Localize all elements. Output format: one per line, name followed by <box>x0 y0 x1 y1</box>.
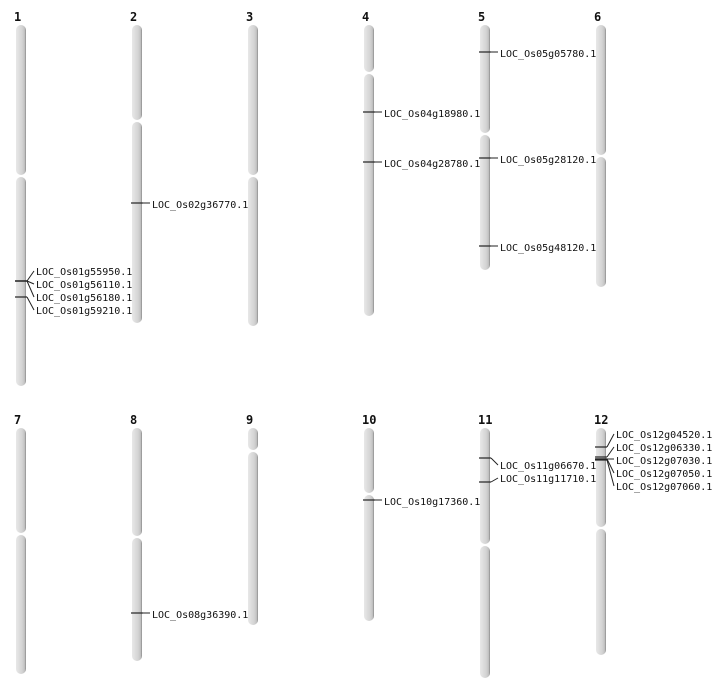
gene-label: LOC_Os08g36390.1 <box>152 610 248 621</box>
chromosome-number: 1 <box>14 10 21 24</box>
gene-label: LOC_Os01g55950.1 <box>36 267 132 278</box>
chromosome-p-arm <box>132 25 142 120</box>
chromosome-p-arm <box>16 25 26 175</box>
chromosome-p-arm <box>596 25 606 155</box>
chromosome-q-arm <box>596 157 606 287</box>
chromosome-9: 9 <box>246 413 258 625</box>
gene-label: LOC_Os12g07050.1 <box>616 469 712 480</box>
chromosome-5: 5LOC_Os05g05780.1LOC_Os05g28120.1LOC_Os0… <box>478 10 596 270</box>
gene-label: LOC_Os05g48120.1 <box>500 243 596 254</box>
chromosome-1: 1LOC_Os01g55950.1LOC_Os01g56110.1LOC_Os0… <box>14 10 132 386</box>
chromosome-p-arm <box>364 428 374 493</box>
chromosome-p-arm <box>480 25 490 133</box>
gene-label: LOC_Os01g59210.1 <box>36 306 132 317</box>
gene-connector <box>606 433 615 448</box>
chromosome-q-arm <box>364 495 374 621</box>
gene-connector <box>26 280 35 298</box>
chromosome-q-arm <box>596 529 606 655</box>
chromosome-q-arm <box>480 135 490 270</box>
gene-label: LOC_Os05g28120.1 <box>500 155 596 166</box>
gene-label: LOC_Os12g07060.1 <box>616 482 712 493</box>
chromosome-12: 12LOC_Os12g04520.1LOC_Os12g06330.1LOC_Os… <box>594 413 712 655</box>
chromosome-p-arm <box>248 25 258 175</box>
chromosome-number: 12 <box>594 413 608 427</box>
chromosome-p-arm <box>480 428 490 544</box>
gene-label: LOC_Os12g07030.1 <box>616 456 712 467</box>
chromosome-p-arm <box>364 25 374 72</box>
gene-label: LOC_Os04g18980.1 <box>384 109 480 120</box>
gene-label: LOC_Os01g56110.1 <box>36 280 132 291</box>
gene-connector <box>606 459 615 487</box>
gene-label: LOC_Os02g36770.1 <box>152 200 248 211</box>
gene-label: LOC_Os10g17360.1 <box>384 497 480 508</box>
chromosome-p-arm <box>132 428 142 536</box>
gene-connector <box>26 280 35 285</box>
gene-label: LOC_Os01g56180.1 <box>36 293 132 304</box>
chromosome-q-arm <box>364 74 374 316</box>
gene-label: LOC_Os12g06330.1 <box>616 443 712 454</box>
chromosome-p-arm <box>16 428 26 533</box>
gene-connector <box>26 270 35 282</box>
chromosome-q-arm <box>248 452 258 625</box>
chromosome-number: 10 <box>362 413 376 427</box>
chromosome-q-arm <box>480 546 490 678</box>
chromosome-number: 9 <box>246 413 253 427</box>
chromosome-p-arm <box>596 428 606 527</box>
chromosome-7: 7 <box>14 413 26 674</box>
gene-label: LOC_Os05g05780.1 <box>500 49 596 60</box>
gene-label: LOC_Os11g06670.1 <box>500 461 596 472</box>
chromosome-number: 8 <box>130 413 137 427</box>
chromosome-number: 6 <box>594 10 601 24</box>
chromosome-p-arm <box>248 428 258 450</box>
chromosome-number: 5 <box>478 10 485 24</box>
chromosome-number: 7 <box>14 413 21 427</box>
gene-connector <box>606 446 615 458</box>
gene-connector <box>606 458 615 474</box>
chromosome-number: 11 <box>478 413 492 427</box>
chromosome-number: 3 <box>246 10 253 24</box>
gene-connector <box>26 296 35 311</box>
chromosome-q-arm <box>248 177 258 326</box>
chromosome-q-arm <box>132 538 142 661</box>
gene-label: LOC_Os12g04520.1 <box>616 430 712 441</box>
gene-label: LOC_Os11g11710.1 <box>500 474 596 485</box>
gene-connector <box>490 457 499 466</box>
gene-label: LOC_Os04g28780.1 <box>384 159 480 170</box>
chromosome-q-arm <box>16 535 26 674</box>
chromosome-number: 4 <box>362 10 369 24</box>
chromosome-q-arm <box>132 122 142 323</box>
chromosome-3: 3 <box>246 10 258 326</box>
chromosome-6: 6 <box>594 10 606 287</box>
gene-connector <box>490 477 499 483</box>
chromosome-number: 2 <box>130 10 137 24</box>
